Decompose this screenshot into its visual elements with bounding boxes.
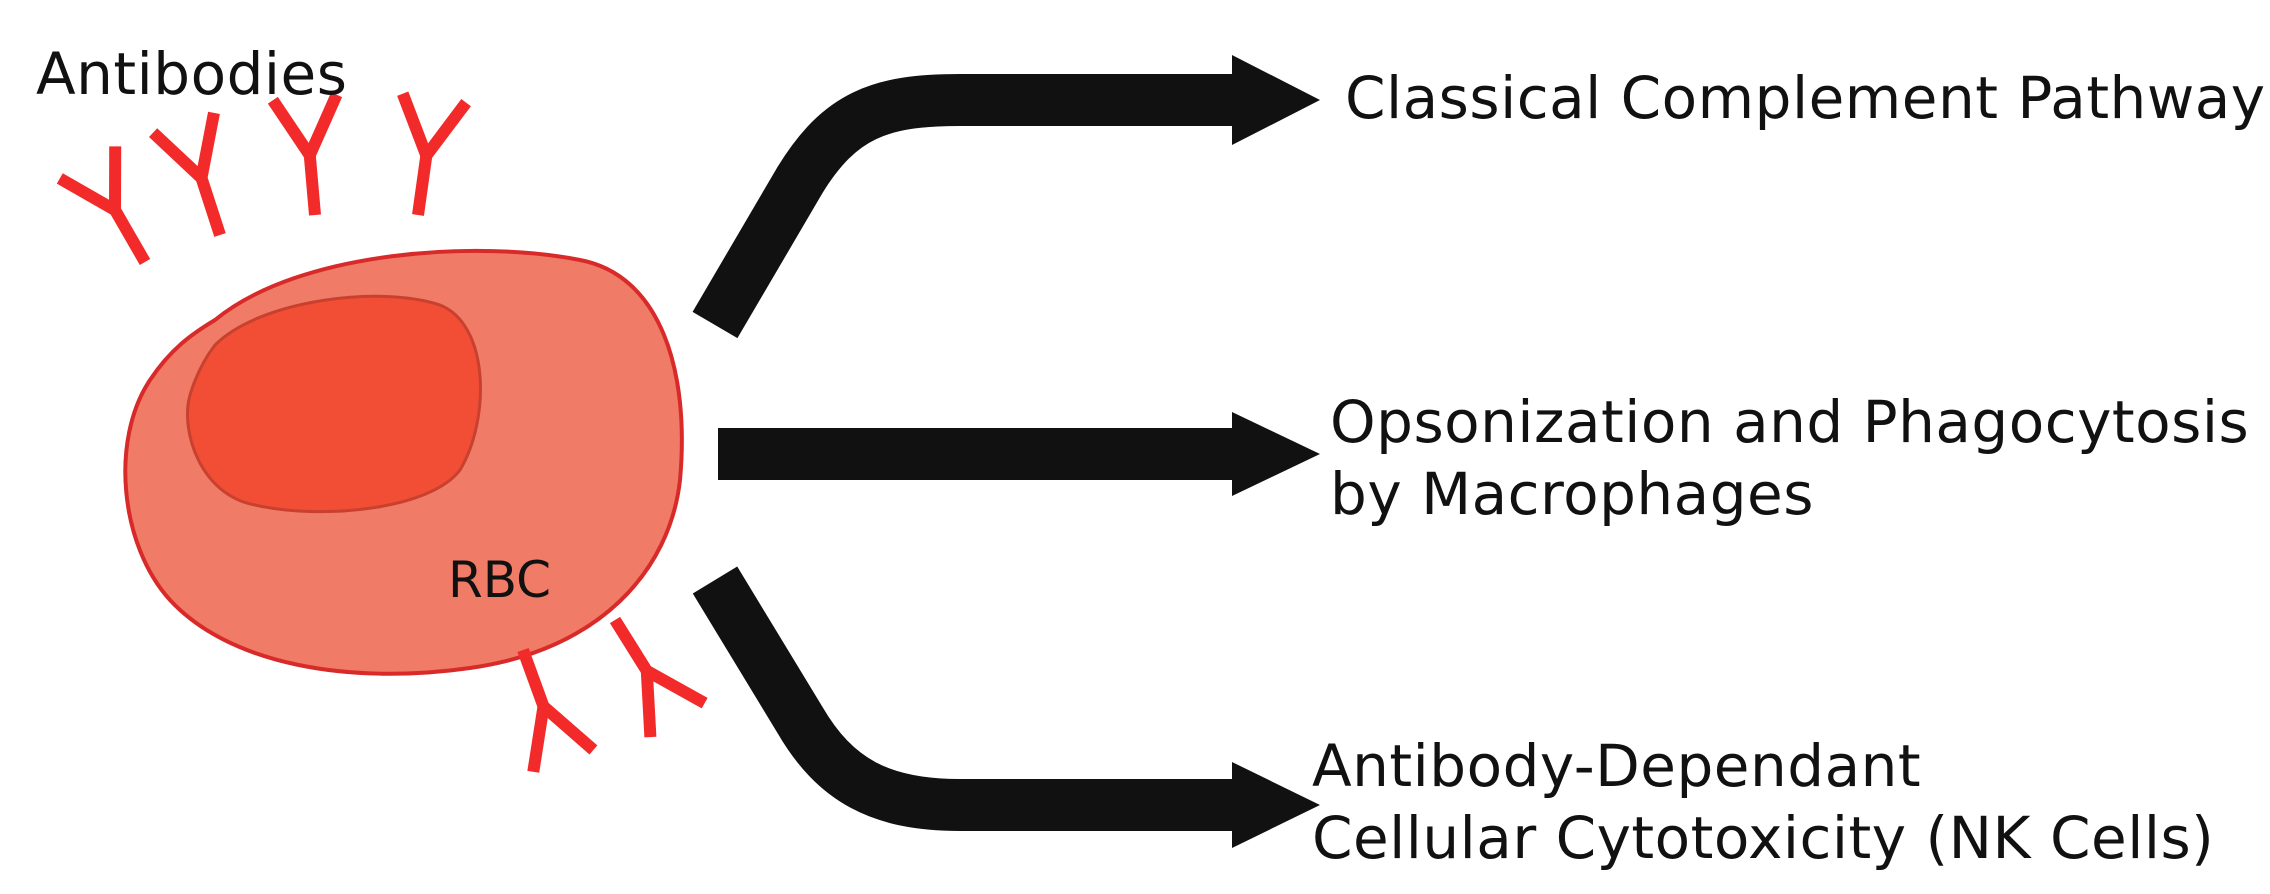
arrow-to-opsonization <box>718 428 1243 480</box>
rbc-nucleus <box>186 294 482 514</box>
arrow-head-complement <box>1232 55 1320 145</box>
antibody-icon <box>609 616 708 738</box>
outcome-line: Antibody-Dependant <box>1312 732 1922 800</box>
arrows <box>692 55 1320 848</box>
outcome-line: Classical Complement Pathway <box>1345 64 2266 132</box>
arrow-head-opsonization <box>1232 412 1320 496</box>
arrow-to-adcc <box>692 566 1240 831</box>
antibody-icon <box>517 647 598 773</box>
arrow-head-adcc <box>1232 762 1320 848</box>
antibody-icon <box>397 91 471 216</box>
antibody-icon <box>267 92 343 216</box>
outcome-line: Cellular Cytotoxicity (NK Cells) <box>1312 804 2215 872</box>
antibodies <box>56 91 708 773</box>
rbc-cell <box>123 248 684 676</box>
outcome-line: by Macrophages <box>1330 460 1814 528</box>
outcome-line: Opsonization and Phagocytosis <box>1330 388 2250 456</box>
antibody-icon <box>56 146 151 265</box>
rbc-label: RBC <box>448 551 552 609</box>
antibody-icon <box>149 111 226 237</box>
outcome-adcc: Antibody-Dependant Cellular Cytotoxicity… <box>1312 730 2214 874</box>
outcome-opsonization: Opsonization and Phagocytosis by Macroph… <box>1330 386 2249 530</box>
arrow-to-complement <box>692 74 1240 339</box>
outcome-complement: Classical Complement Pathway <box>1345 62 2266 134</box>
antibodies-label: Antibodies <box>36 40 348 108</box>
